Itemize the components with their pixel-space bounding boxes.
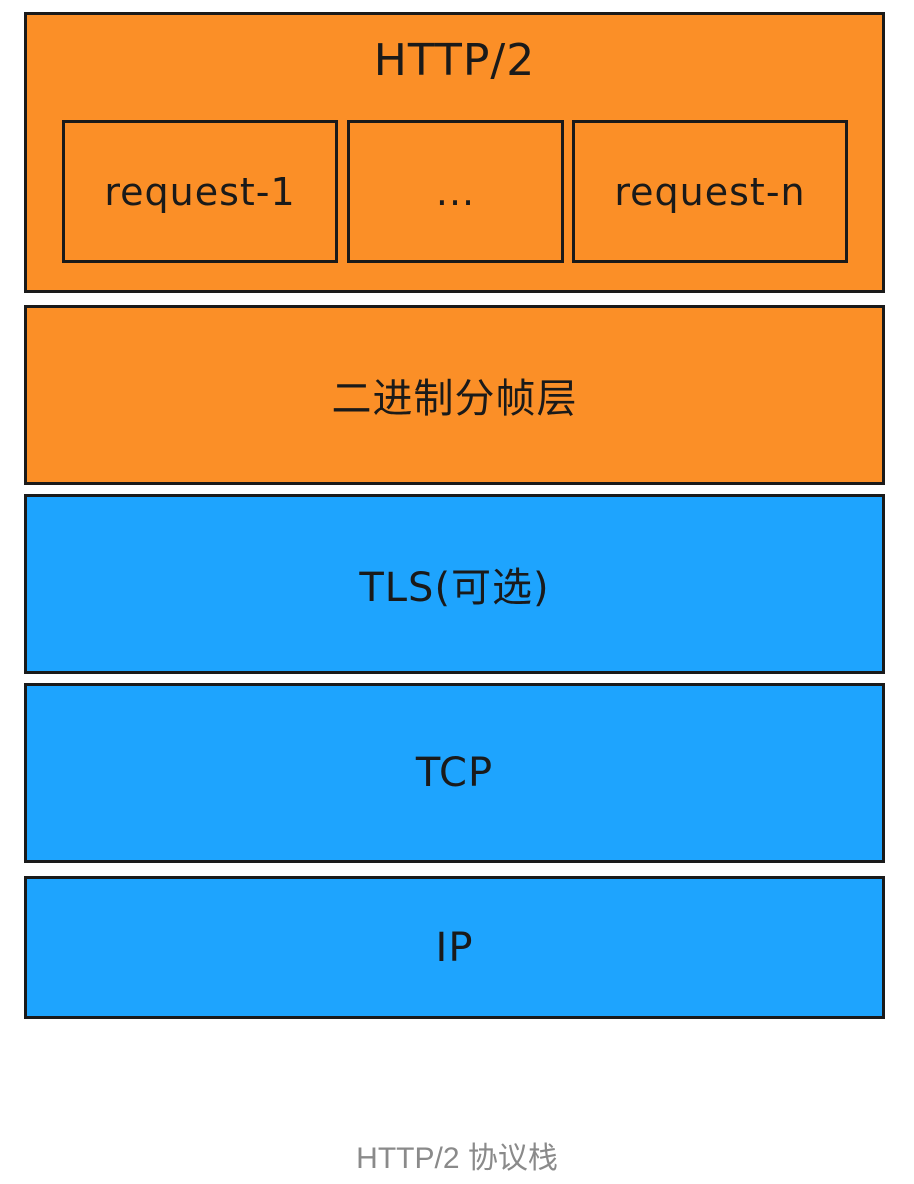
request-n-box: request-n (572, 120, 848, 263)
request-1-box: request-1 (62, 120, 338, 263)
request-ellipsis-box: ... (347, 120, 564, 263)
http2-layer-label: HTTP/2 (373, 35, 536, 86)
tls-label: TLS(可选) (359, 565, 550, 611)
figure-caption: HTTP/2 协议栈 (356, 1142, 558, 1175)
binary-framing-label: 二进制分帧层 (331, 376, 578, 422)
binary-framing-layer: 二进制分帧层 (24, 305, 885, 485)
http2-layer: HTTP/2 request-1 ... request-n (24, 12, 885, 293)
ip-layer: IP (24, 876, 885, 1019)
tcp-layer: TCP (24, 683, 885, 863)
tcp-label: TCP (415, 750, 494, 796)
tls-layer: TLS(可选) (24, 494, 885, 674)
ip-label: IP (435, 924, 474, 971)
